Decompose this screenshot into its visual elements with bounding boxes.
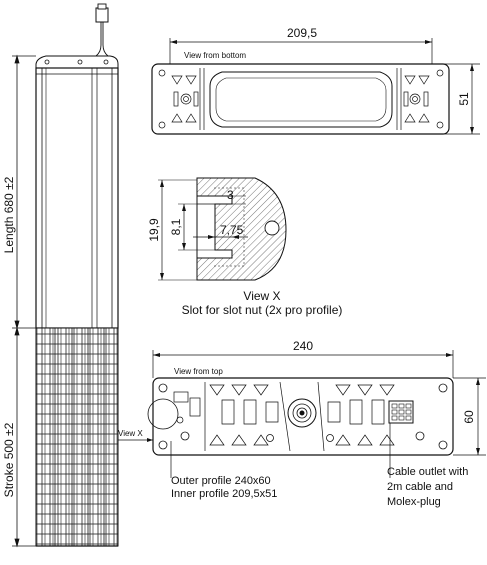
- slot-width-dimension: 7,75: [220, 223, 244, 237]
- cable-outlet-note-1: Cable outlet with: [387, 466, 468, 478]
- inner-profile-note: Inner profile 209,5x51: [171, 488, 277, 500]
- molex-connector: [388, 400, 414, 424]
- top-height-dimension: 60: [462, 410, 476, 424]
- cable-outlet-note-2: 2m cable and: [387, 481, 453, 493]
- stroke-dimension: Stroke 500 ±2: [2, 422, 16, 497]
- telescopic-columns: [35, 327, 119, 547]
- view-x-marker: View X: [118, 429, 143, 438]
- bottom-width-dimension: 209,5: [287, 26, 317, 40]
- slot-caption: Slot for slot nut (2x pro profile): [182, 303, 343, 317]
- vertical-dimensions: [12, 54, 36, 548]
- view-from-bottom-label: View from bottom: [184, 51, 246, 60]
- length-dimension: Length 680 ±2: [2, 176, 16, 253]
- view-from-bottom-drawing: [151, 38, 480, 135]
- actuator-side-view: [35, 3, 119, 547]
- slot-height-dimension: 19,9: [147, 218, 161, 242]
- view-from-top-label: View from top: [174, 367, 223, 376]
- cable-outlet-note-3: Molex-plug: [387, 496, 441, 508]
- slot-detail-view: [158, 177, 287, 281]
- view-x-title: View X: [243, 289, 280, 303]
- slot-inner-dimension: 8,1: [169, 218, 183, 235]
- top-width-dimension: 240: [293, 339, 313, 353]
- view-from-top-drawing: [118, 350, 486, 478]
- slot-top-dimension: 3: [227, 188, 234, 202]
- bottom-height-dimension: 51: [457, 92, 471, 106]
- outer-profile-note: Outer profile 240x60: [171, 475, 271, 487]
- molex-plug: [95, 7, 109, 23]
- outer-profile: [35, 67, 119, 329]
